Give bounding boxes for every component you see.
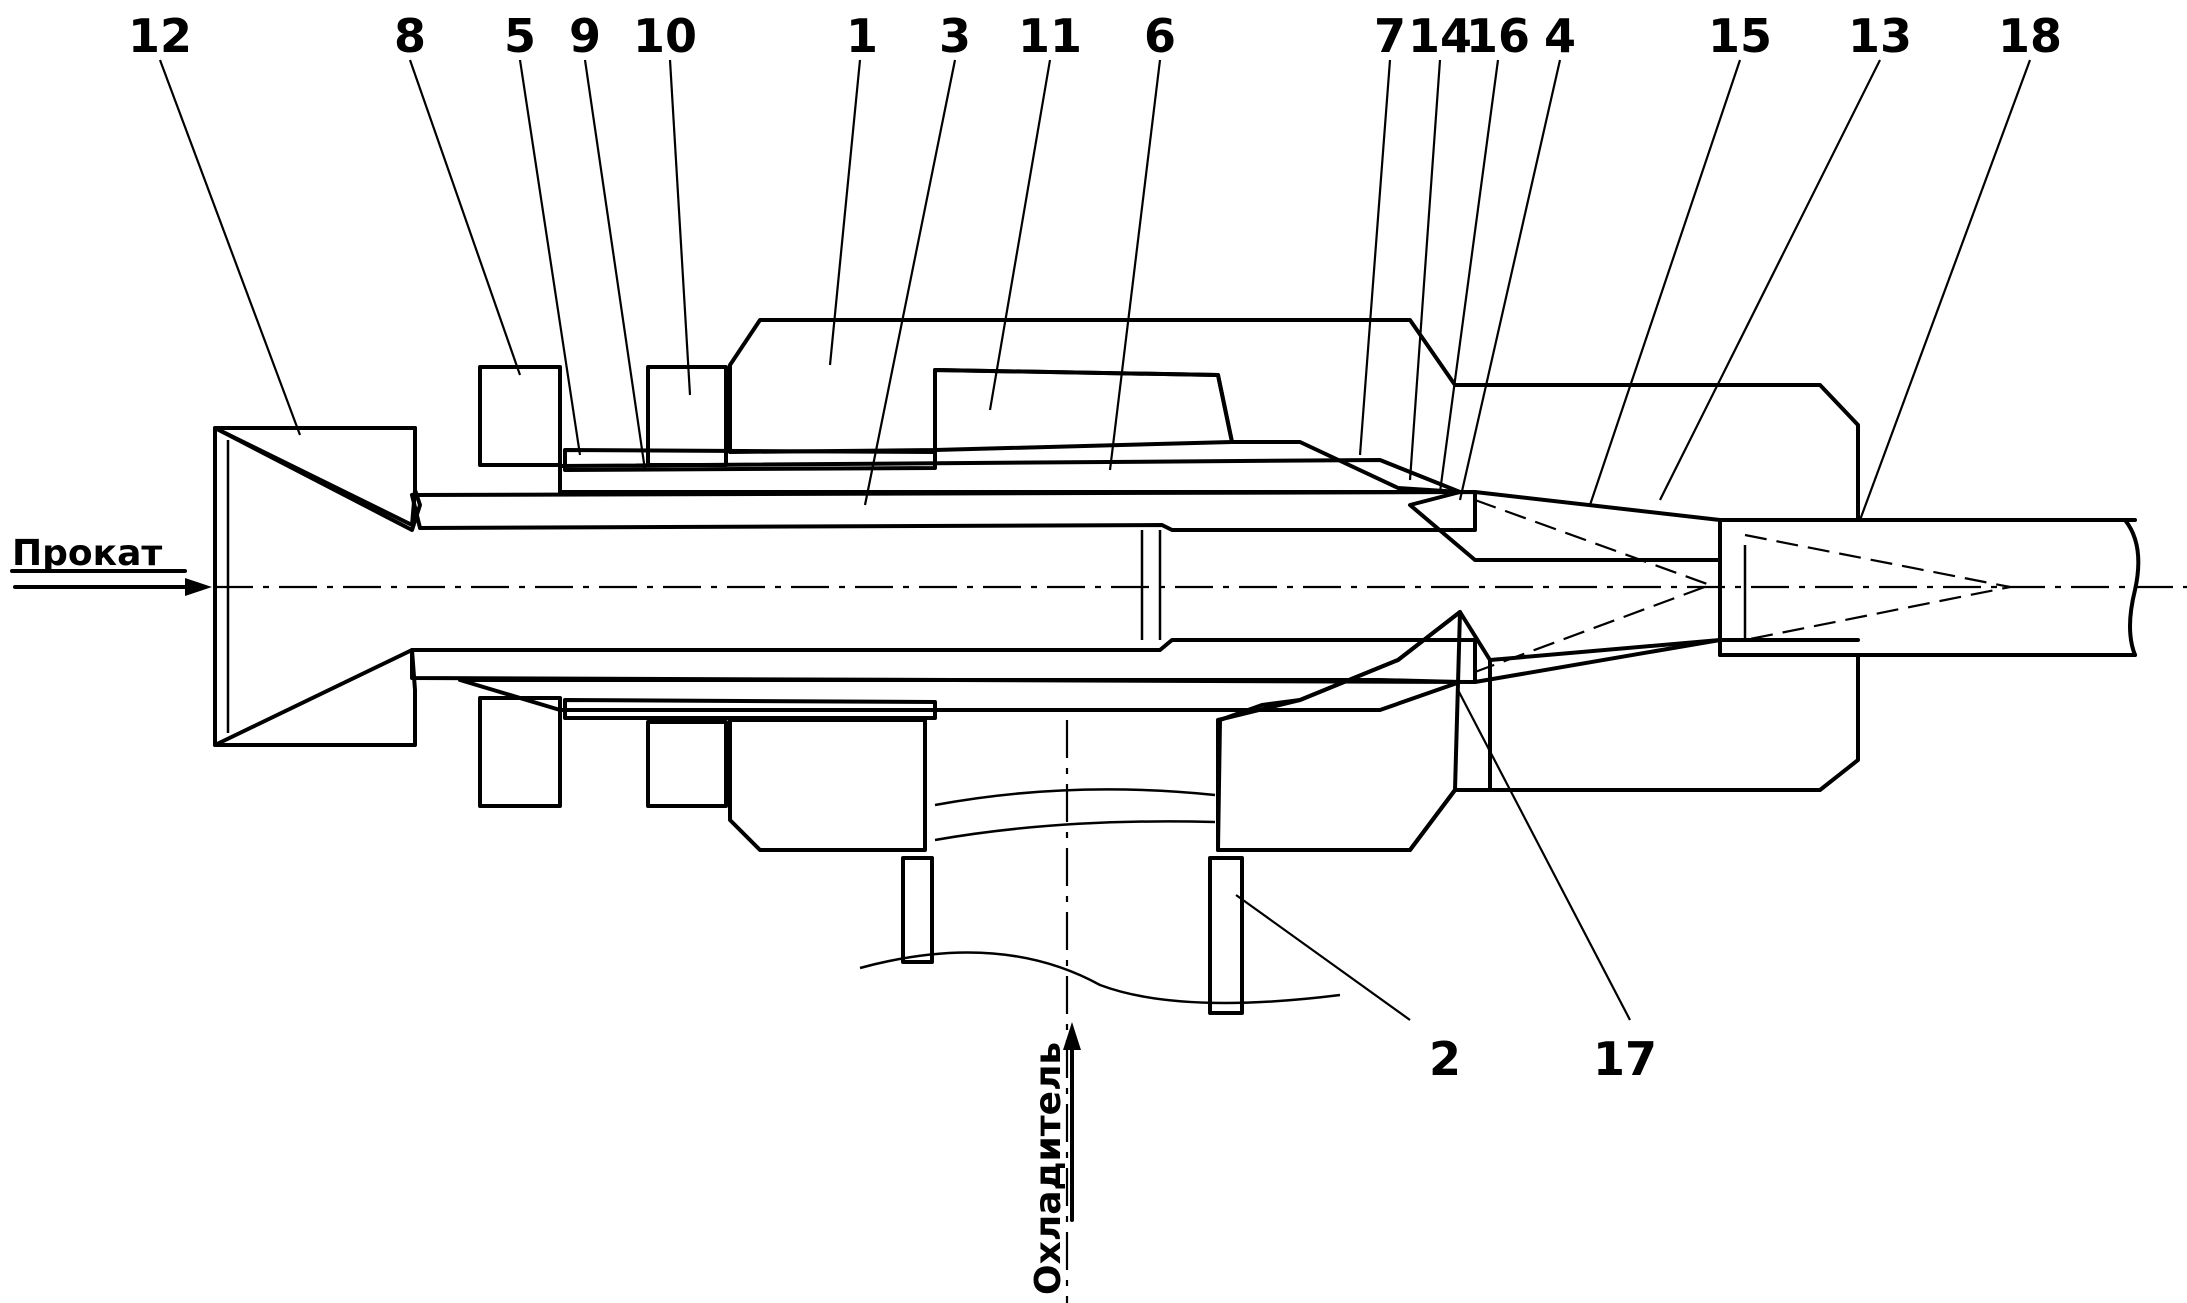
label-17: 17 xyxy=(1593,1032,1657,1086)
label-14: 14 xyxy=(1408,9,1472,63)
inlet-arrow xyxy=(12,571,212,596)
label-1: 1 xyxy=(846,9,878,63)
leader-lines xyxy=(160,60,2030,1020)
label-13: 13 xyxy=(1848,9,1912,63)
tube-6 xyxy=(460,460,1460,710)
label-4: 4 xyxy=(1544,9,1576,63)
label-5: 5 xyxy=(504,9,536,63)
label-10: 10 xyxy=(633,9,697,63)
housing-1 xyxy=(730,320,1858,850)
part-numbers: 12 8 5 9 10 1 3 11 6 7 14 16 4 15 13 18 … xyxy=(128,9,2062,1086)
coolant-label: Охладитель xyxy=(1028,1042,1069,1295)
label-9: 9 xyxy=(569,9,601,63)
label-7: 7 xyxy=(1374,9,1406,63)
label-6: 6 xyxy=(1144,9,1176,63)
coolant-pipe-2 xyxy=(860,789,1340,1013)
label-12: 12 xyxy=(128,9,192,63)
label-18: 18 xyxy=(1998,9,2062,63)
label-16: 16 xyxy=(1466,9,1530,63)
label-2: 2 xyxy=(1429,1032,1461,1086)
label-11: 11 xyxy=(1018,9,1082,63)
inlet-label: Прокат xyxy=(12,533,162,574)
label-15: 15 xyxy=(1708,9,1772,63)
label-3: 3 xyxy=(939,9,971,63)
label-8: 8 xyxy=(394,9,426,63)
